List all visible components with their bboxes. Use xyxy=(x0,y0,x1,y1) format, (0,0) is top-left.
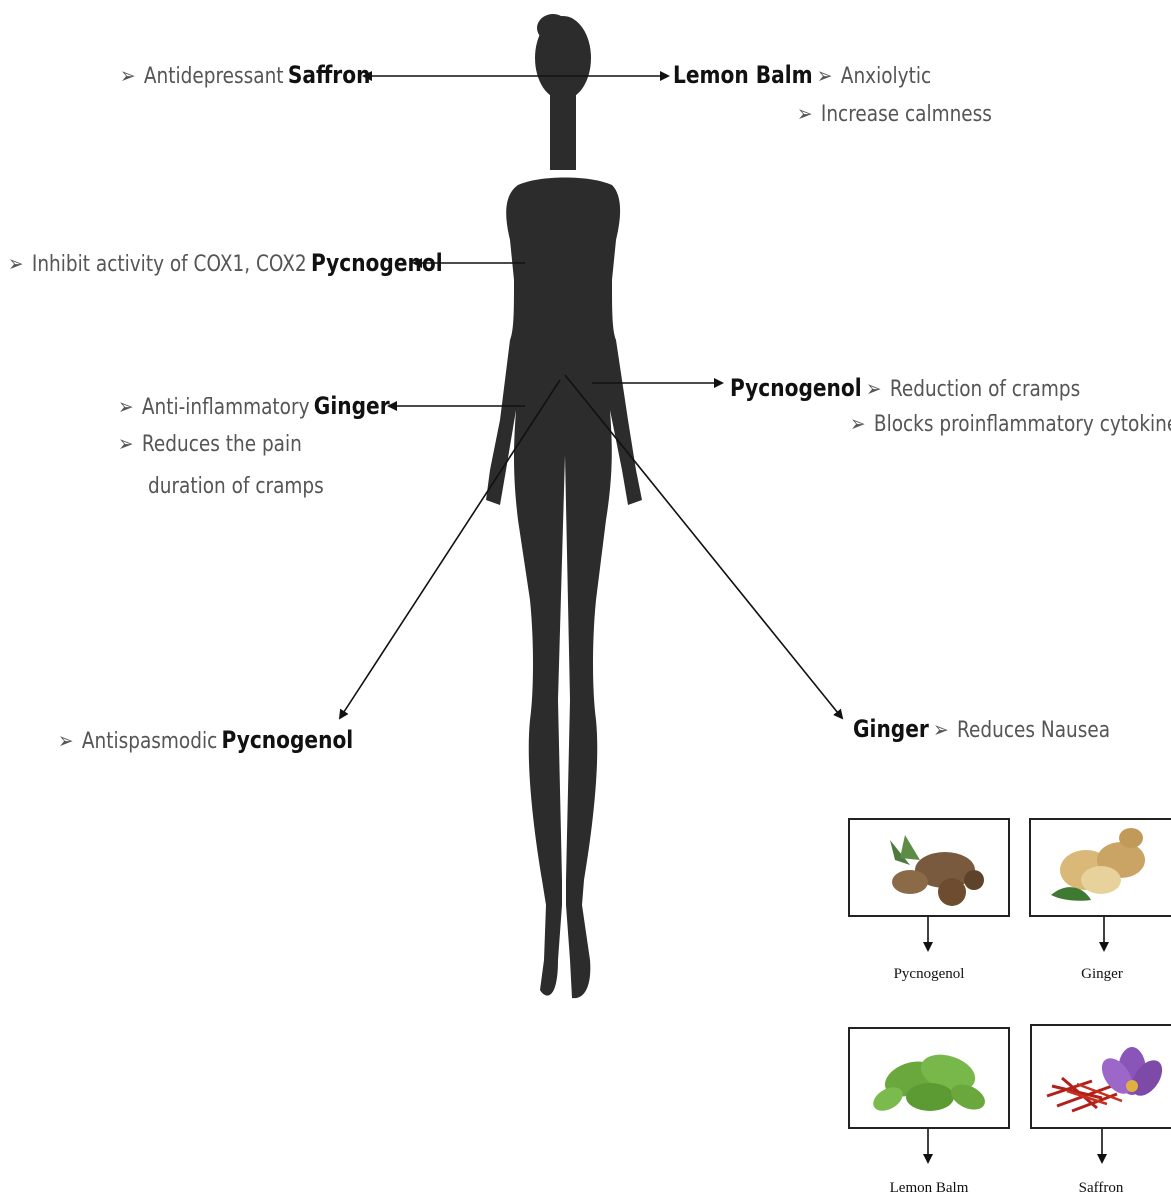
annotation-ginger-nausea: Ginger ➢Reduces Nausea xyxy=(853,717,1110,742)
arrow-pelvis-right xyxy=(565,375,842,718)
annotation-lemon-balm: Lemon Balm ➢Anxiolytic xyxy=(673,63,931,88)
bullet-icon: ➢ xyxy=(933,718,948,743)
bullet-icon: ➢ xyxy=(797,102,812,127)
bullet-icon: ➢ xyxy=(118,395,133,420)
ginger-root-icon xyxy=(1031,820,1171,915)
legend-label-pycnogenol: Pycnogenol xyxy=(849,966,1009,983)
annotation-pycnogenol-cox: ➢Inhibit activity of COX1, COX2 Pycnogen… xyxy=(8,251,443,276)
bullet-icon: ➢ xyxy=(120,64,135,89)
legend-label-lemon-balm: Lemon Balm xyxy=(849,1180,1009,1197)
bullet-icon: ➢ xyxy=(866,377,881,402)
annotation-pycnogenol-cramps: Pycnogenol ➢Reduction of cramps xyxy=(730,376,1080,401)
annotation-pycnogenol-cytokines: ➢Blocks proinflammatory cytokines xyxy=(850,414,1171,436)
annotation-lemon-balm-effect-2: ➢Increase calmness xyxy=(797,104,992,126)
legend-label-saffron: Saffron xyxy=(1021,1180,1171,1197)
bullet-icon: ➢ xyxy=(850,412,865,437)
annotation-pycnogenol-antispasmodic: ➢Antispasmodic Pycnogenol xyxy=(58,728,353,753)
annotation-saffron-antidepressant: ➢Antidepressant Saffron xyxy=(120,63,370,88)
legend-label-ginger: Ginger xyxy=(1022,966,1171,983)
lemon-balm-image xyxy=(848,1027,1010,1129)
female-silhouette xyxy=(486,14,642,998)
bullet-icon: ➢ xyxy=(817,64,832,89)
annotation-ginger-anti-inflammatory: ➢Anti-inflammatory Ginger xyxy=(118,394,390,419)
pycnogenol-image xyxy=(848,818,1010,917)
bullet-icon: ➢ xyxy=(58,729,73,754)
pine-bark-icon xyxy=(850,820,1008,915)
annotation-ginger-pain: ➢Reduces the pain xyxy=(118,434,302,456)
saffron-flower-icon xyxy=(1032,1026,1171,1127)
bullet-icon: ➢ xyxy=(8,252,23,277)
lemon-balm-leaf-icon xyxy=(850,1029,1008,1127)
annotation-ginger-pain-cont: duration of cramps xyxy=(148,476,324,498)
ginger-image xyxy=(1029,818,1171,917)
bullet-icon: ➢ xyxy=(118,432,133,457)
saffron-image xyxy=(1030,1024,1171,1129)
arrows xyxy=(340,76,1104,1162)
